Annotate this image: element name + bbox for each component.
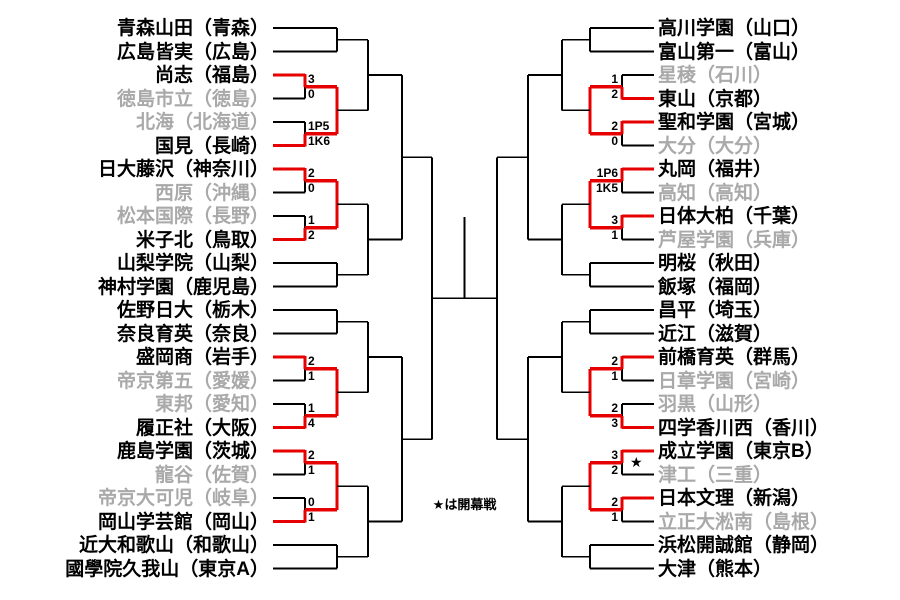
score-label: 0 bbox=[308, 86, 315, 101]
team-label: 青森山田（青森） bbox=[116, 18, 269, 39]
team-label: 高知（高知） bbox=[658, 182, 773, 204]
score-label: 3 bbox=[611, 447, 618, 462]
team-label: 北海（北海道） bbox=[135, 112, 269, 133]
team-label: 大津（熊本） bbox=[658, 558, 773, 580]
team-label: 聖和学園（宮城） bbox=[658, 112, 811, 133]
score-label: 1 bbox=[308, 400, 315, 415]
team-label: 帝京大可児（岐阜） bbox=[97, 488, 269, 509]
score-label: 1 bbox=[611, 227, 618, 242]
team-label: 立正大淞南（島根） bbox=[658, 511, 830, 533]
score-label: 2 bbox=[611, 118, 618, 133]
team-label: 大分（大分） bbox=[658, 135, 773, 157]
score-label: 1 bbox=[611, 71, 618, 86]
score-label: 4 bbox=[308, 415, 315, 430]
score-label: 3 bbox=[611, 212, 618, 227]
score-label: 2 bbox=[308, 353, 315, 368]
team-label: 日体大柏（千葉） bbox=[658, 206, 811, 227]
score-label: 1K5 bbox=[595, 180, 618, 195]
team-label: 履正社（大阪） bbox=[135, 417, 269, 439]
team-label: 昌平（埼玉） bbox=[658, 300, 773, 321]
team-label: 津工（三重） bbox=[658, 464, 773, 486]
team-label: 神村学園（鹿児島） bbox=[97, 276, 269, 298]
team-label: 東邦（愛知） bbox=[154, 394, 269, 415]
team-label: 広島皆実（広島） bbox=[116, 41, 269, 63]
team-label: 近大和歌山（和歌山） bbox=[78, 535, 269, 556]
team-label: 鹿島学園（茨城） bbox=[116, 441, 269, 462]
team-label: 日大藤沢（神奈川） bbox=[97, 159, 269, 180]
score-label: 2 bbox=[611, 86, 618, 101]
score-label: 2 bbox=[308, 165, 315, 180]
team-label: 米子北（鳥取） bbox=[135, 229, 269, 251]
score-label: 1P5 bbox=[308, 118, 330, 133]
team-label: 羽黒（山形） bbox=[658, 394, 773, 415]
score-label: 1 bbox=[611, 368, 618, 383]
team-label: 明桜（秋田） bbox=[658, 253, 773, 274]
team-label: 龍谷（佐賀） bbox=[154, 464, 269, 486]
score-label: 3 bbox=[611, 415, 618, 430]
score-label: 1 bbox=[611, 509, 618, 524]
team-label: 四学香川西（香川） bbox=[658, 417, 830, 439]
team-label: 尚志（福島） bbox=[154, 65, 269, 86]
team-label: 岡山学芸館（岡山） bbox=[97, 511, 269, 533]
team-label: 奈良育英（奈良） bbox=[116, 323, 269, 345]
score-label: 2 bbox=[611, 462, 618, 477]
score-label: 0 bbox=[308, 494, 315, 509]
score-label: 0 bbox=[308, 180, 315, 195]
team-label: 星稜（石川） bbox=[658, 65, 773, 86]
team-label: 盛岡商（岩手） bbox=[135, 347, 269, 368]
team-label: 近江（滋賀） bbox=[658, 323, 773, 345]
team-label: 西原（沖縄） bbox=[154, 182, 269, 204]
team-label: 成立学園（東京B） bbox=[658, 441, 824, 462]
team-label: 丸岡（福井） bbox=[658, 159, 773, 180]
team-label: 芦屋学園（兵庫） bbox=[658, 229, 811, 251]
score-label: 1 bbox=[308, 509, 315, 524]
score-label: 1 bbox=[308, 368, 315, 383]
opening-match-star-icon: ★ bbox=[630, 453, 643, 470]
score-label: 0 bbox=[611, 133, 618, 148]
team-label: 日章学園（宮崎） bbox=[658, 370, 811, 392]
team-label: 佐野日大（栃木） bbox=[116, 300, 269, 321]
team-label: 松本国際（長野） bbox=[116, 206, 269, 227]
score-label: 1P6 bbox=[596, 165, 618, 180]
team-label: 富山第一（富山） bbox=[658, 41, 811, 63]
team-label: 山梨学院（山梨） bbox=[116, 253, 269, 274]
team-label: 浜松開誠館（静岡） bbox=[658, 535, 830, 556]
score-label: 2 bbox=[611, 400, 618, 415]
score-label: 2 bbox=[611, 494, 618, 509]
score-label: 3 bbox=[308, 71, 315, 86]
team-label: 帝京第五（愛媛） bbox=[116, 370, 269, 392]
opening-match-legend: ★は開幕戦 bbox=[432, 497, 497, 512]
score-label: 1 bbox=[308, 212, 315, 227]
team-label: 徳島市立（徳島） bbox=[116, 88, 269, 110]
score-label: 1K6 bbox=[308, 133, 331, 148]
team-label: 日本文理（新潟） bbox=[658, 488, 811, 509]
score-label: 1 bbox=[308, 462, 315, 477]
team-label: 国見（長崎） bbox=[154, 135, 269, 157]
team-label: 東山（京都） bbox=[658, 88, 773, 110]
team-label: 飯塚（福岡） bbox=[658, 276, 773, 298]
team-label: 高川学園（山口） bbox=[658, 18, 811, 39]
score-label: 2 bbox=[308, 227, 315, 242]
team-label: 前橋育英（群馬） bbox=[658, 347, 811, 368]
score-label: 2 bbox=[611, 353, 618, 368]
team-label: 國學院久我山（東京A） bbox=[65, 558, 269, 580]
score-label: 2 bbox=[308, 447, 315, 462]
